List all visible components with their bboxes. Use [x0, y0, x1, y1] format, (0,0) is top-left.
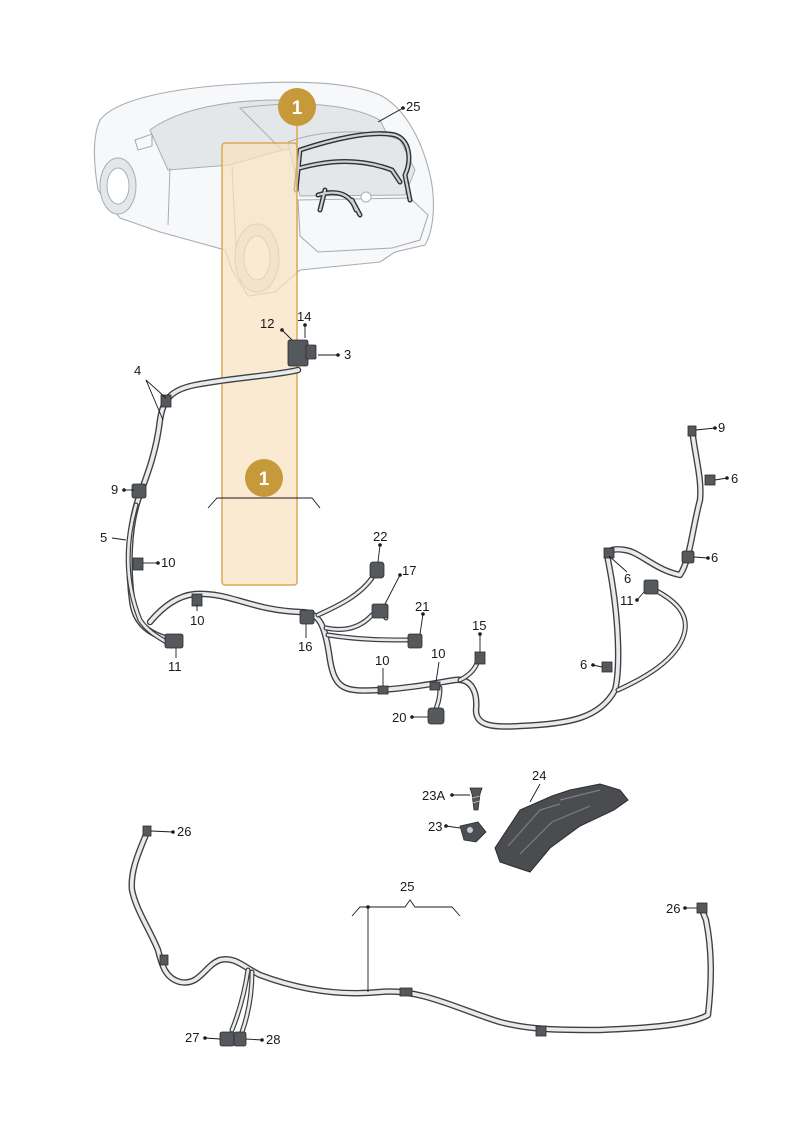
- cable-guide-24: [494, 783, 629, 873]
- label-21: 21: [415, 599, 429, 614]
- label-11-right: 11: [620, 593, 634, 608]
- svg-text:1: 1: [259, 469, 270, 490]
- label-16: 16: [298, 639, 312, 654]
- label-27: 27: [185, 1030, 199, 1045]
- label-6-b: 6: [711, 550, 718, 565]
- part-labels: 25 12 14 3 4 9 5 10 10 11 16 22 17 21 15…: [100, 99, 738, 1047]
- label-10-b: 10: [190, 613, 204, 628]
- badge-top: 1: [278, 88, 316, 126]
- label-23: 23: [428, 819, 442, 834]
- mounting-parts: [459, 783, 629, 873]
- screw-23a: [469, 787, 483, 811]
- label-5: 5: [100, 530, 107, 545]
- label-26-left: 26: [177, 824, 191, 839]
- leader-lines: [111, 107, 728, 1041]
- label-4: 4: [134, 363, 141, 378]
- leader-dots: [122, 106, 729, 1042]
- label-6-d: 6: [580, 657, 587, 672]
- label-20: 20: [392, 710, 406, 725]
- label-28: 28: [266, 1032, 280, 1047]
- label-25-top: 25: [406, 99, 420, 114]
- label-9-left: 9: [111, 482, 118, 497]
- label-11-left: 11: [168, 659, 182, 674]
- label-10-d: 10: [431, 646, 445, 661]
- svg-text:1: 1: [292, 98, 303, 119]
- label-12: 12: [260, 316, 274, 331]
- label-10-a: 10: [161, 555, 175, 570]
- label-6-c: 6: [624, 571, 631, 586]
- label-17: 17: [402, 563, 416, 578]
- label-15: 15: [472, 618, 486, 633]
- badge-middle: 1: [245, 459, 283, 497]
- label-14: 14: [297, 309, 311, 324]
- label-6-a: 6: [731, 471, 738, 486]
- label-26-right: 26: [666, 901, 680, 916]
- clip-23: [459, 821, 487, 843]
- label-3: 3: [344, 347, 351, 362]
- main-harness: [125, 339, 716, 730]
- label-22: 22: [373, 529, 387, 544]
- label-25-bottom: 25: [400, 879, 414, 894]
- label-24: 24: [532, 768, 546, 783]
- label-23a: 23A: [422, 788, 445, 803]
- label-9-right: 9: [718, 420, 725, 435]
- highlight-band: [221, 142, 298, 586]
- label-10-c: 10: [375, 653, 389, 668]
- bottom-harness: [128, 825, 715, 1047]
